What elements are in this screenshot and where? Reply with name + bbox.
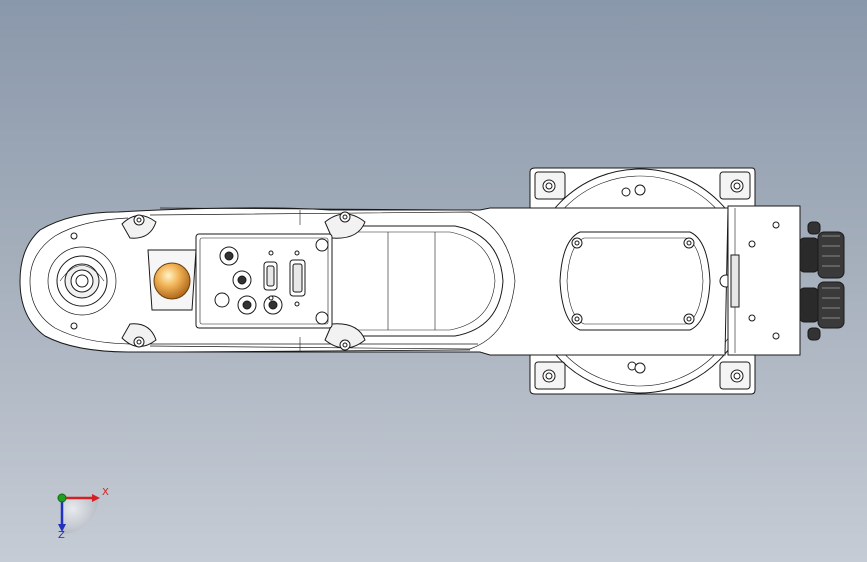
axis-z-label: Z (58, 530, 65, 541)
arm-screw-pockets (121, 211, 366, 351)
cable-gland-lower (799, 281, 845, 341)
connector-panel (195, 233, 333, 329)
rear-connector-housing (727, 205, 801, 356)
arm-end-spline-shaft (47, 232, 117, 330)
base-cover-plate (559, 231, 733, 331)
axis-x-label: X (102, 487, 109, 498)
axis-y-icon (57, 493, 67, 503)
orientation-triad (57, 493, 100, 534)
cable-gland-upper (799, 221, 845, 279)
indicator-lamp (147, 249, 197, 311)
